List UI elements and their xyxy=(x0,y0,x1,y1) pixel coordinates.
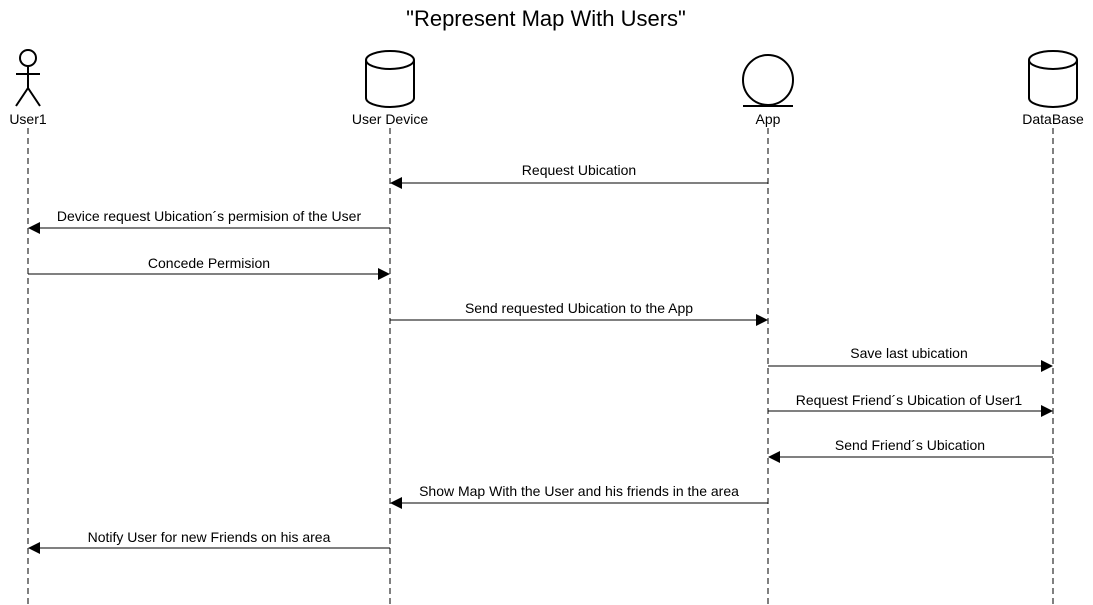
message-concede-permission: Concede Permision xyxy=(28,255,390,280)
message-save-last-ubication: Save last ubication xyxy=(768,345,1053,372)
message-notify-user: Notify User for new Friends on his area xyxy=(28,529,390,554)
message-send-friend-ubication: Send Friend´s Ubication xyxy=(768,437,1053,463)
entity-icon xyxy=(742,54,794,107)
message-label: Save last ubication xyxy=(850,345,968,361)
message-request-ubication: Request Ubication xyxy=(390,162,768,189)
message-label: Send requested Ubication to the App xyxy=(465,300,693,316)
message-show-map: Show Map With the User and his friends i… xyxy=(390,483,768,509)
database-icon xyxy=(365,50,415,108)
message-label: Show Map With the User and his friends i… xyxy=(419,483,739,499)
participant-label-user-device: User Device xyxy=(352,111,428,127)
participant-label-user1: User1 xyxy=(9,111,47,127)
message-label: Device request Ubication´s permision of … xyxy=(57,208,362,224)
message-label: Concede Permision xyxy=(148,255,270,271)
message-label: Send Friend´s Ubication xyxy=(835,437,985,453)
participant-label-app: App xyxy=(756,111,781,127)
message-label: Request Ubication xyxy=(522,162,636,178)
message-device-request-permission: Device request Ubication´s permision of … xyxy=(28,208,390,234)
database-icon xyxy=(1028,50,1078,108)
message-send-requested-ubication: Send requested Ubication to the App xyxy=(390,300,768,326)
actor-icon xyxy=(15,49,41,107)
diagram-title: "Represent Map With Users" xyxy=(406,6,686,31)
message-label: Notify User for new Friends on his area xyxy=(88,529,331,545)
message-label: Request Friend´s Ubication of User1 xyxy=(796,392,1023,408)
participant-label-database: DataBase xyxy=(1022,111,1084,127)
message-request-friend-ubication: Request Friend´s Ubication of User1 xyxy=(768,392,1053,417)
